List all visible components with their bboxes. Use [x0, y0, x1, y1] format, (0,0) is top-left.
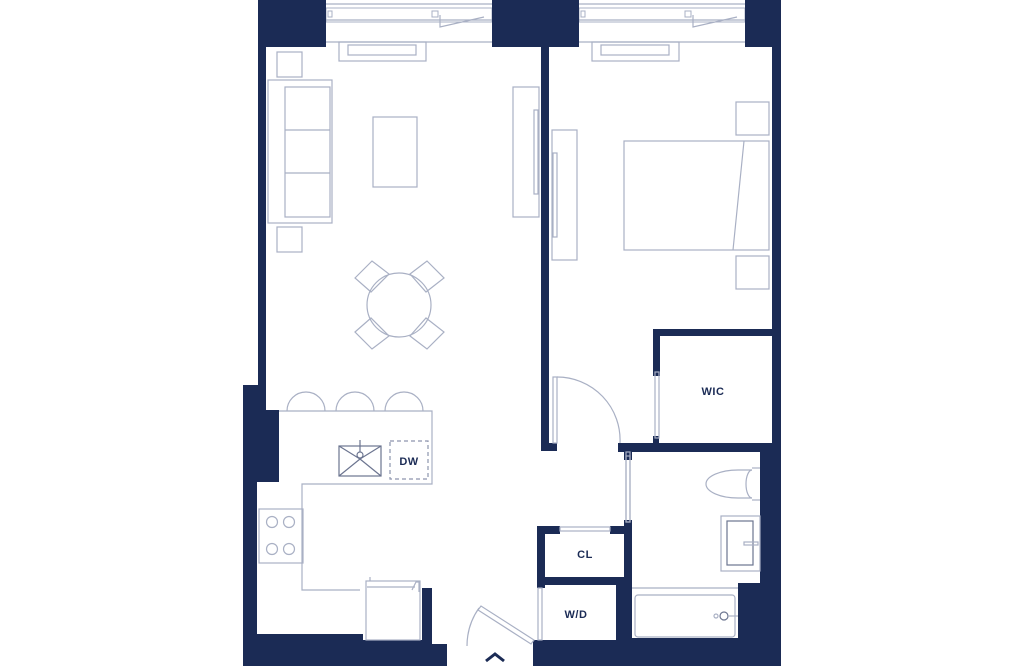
dishwasher	[389, 440, 429, 480]
closet: CL	[559, 526, 611, 561]
side-table	[276, 51, 303, 78]
toilet	[705, 467, 760, 501]
laundry-label: W/D	[565, 609, 588, 621]
wic-label: WIC	[702, 386, 725, 398]
sink	[338, 440, 382, 477]
walk-in-closet: WIC	[654, 371, 725, 439]
vanity	[720, 515, 761, 572]
chevron-up-icon	[485, 652, 505, 663]
entry-door[interactable]	[466, 605, 535, 647]
bathtub	[632, 587, 738, 638]
laundry-door	[537, 587, 543, 641]
sofa	[267, 79, 333, 224]
bedroom-door[interactable]	[552, 376, 621, 444]
kitchen: DW	[258, 391, 433, 641]
living-room	[267, 41, 540, 350]
refrigerator	[365, 577, 421, 641]
dresser	[551, 129, 578, 261]
dishwasher-label: DW	[399, 456, 418, 468]
bed	[623, 140, 770, 251]
walls	[243, 0, 781, 666]
media-console	[512, 86, 540, 218]
bedroom	[551, 41, 770, 290]
side-table	[276, 226, 303, 253]
closet-door	[559, 526, 611, 532]
coffee-table	[372, 116, 418, 188]
cooktop	[258, 508, 304, 564]
laundry: W/D	[537, 587, 588, 641]
nightstand	[735, 101, 770, 136]
dining-table	[354, 260, 445, 350]
nightstand	[735, 255, 770, 290]
closet-label: CL	[577, 549, 593, 561]
